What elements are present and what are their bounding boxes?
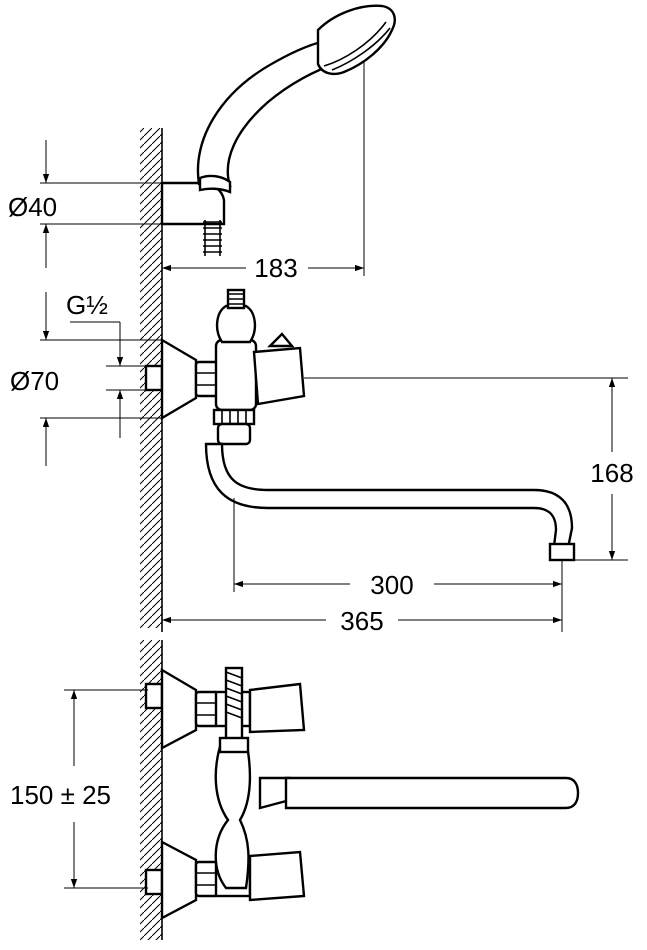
dim-inlet-centres: 150 ± 25 [10, 780, 111, 810]
dim-spout-height: 168 [590, 458, 633, 488]
dim-shower-diameter: Ø40 [8, 192, 57, 222]
hand-shower [160, 4, 396, 256]
dim-thread: G½ [66, 290, 108, 320]
dimension-lines [40, 62, 628, 889]
dim-handshower-reach: 183 [254, 253, 297, 283]
mixer-side-view [144, 288, 576, 562]
dim-rosette-diameter: Ø70 [10, 366, 59, 396]
mixer-top-view [144, 666, 580, 920]
dim-overall-projection: 365 [340, 606, 383, 636]
dim-spout-projection: 300 [370, 570, 413, 600]
